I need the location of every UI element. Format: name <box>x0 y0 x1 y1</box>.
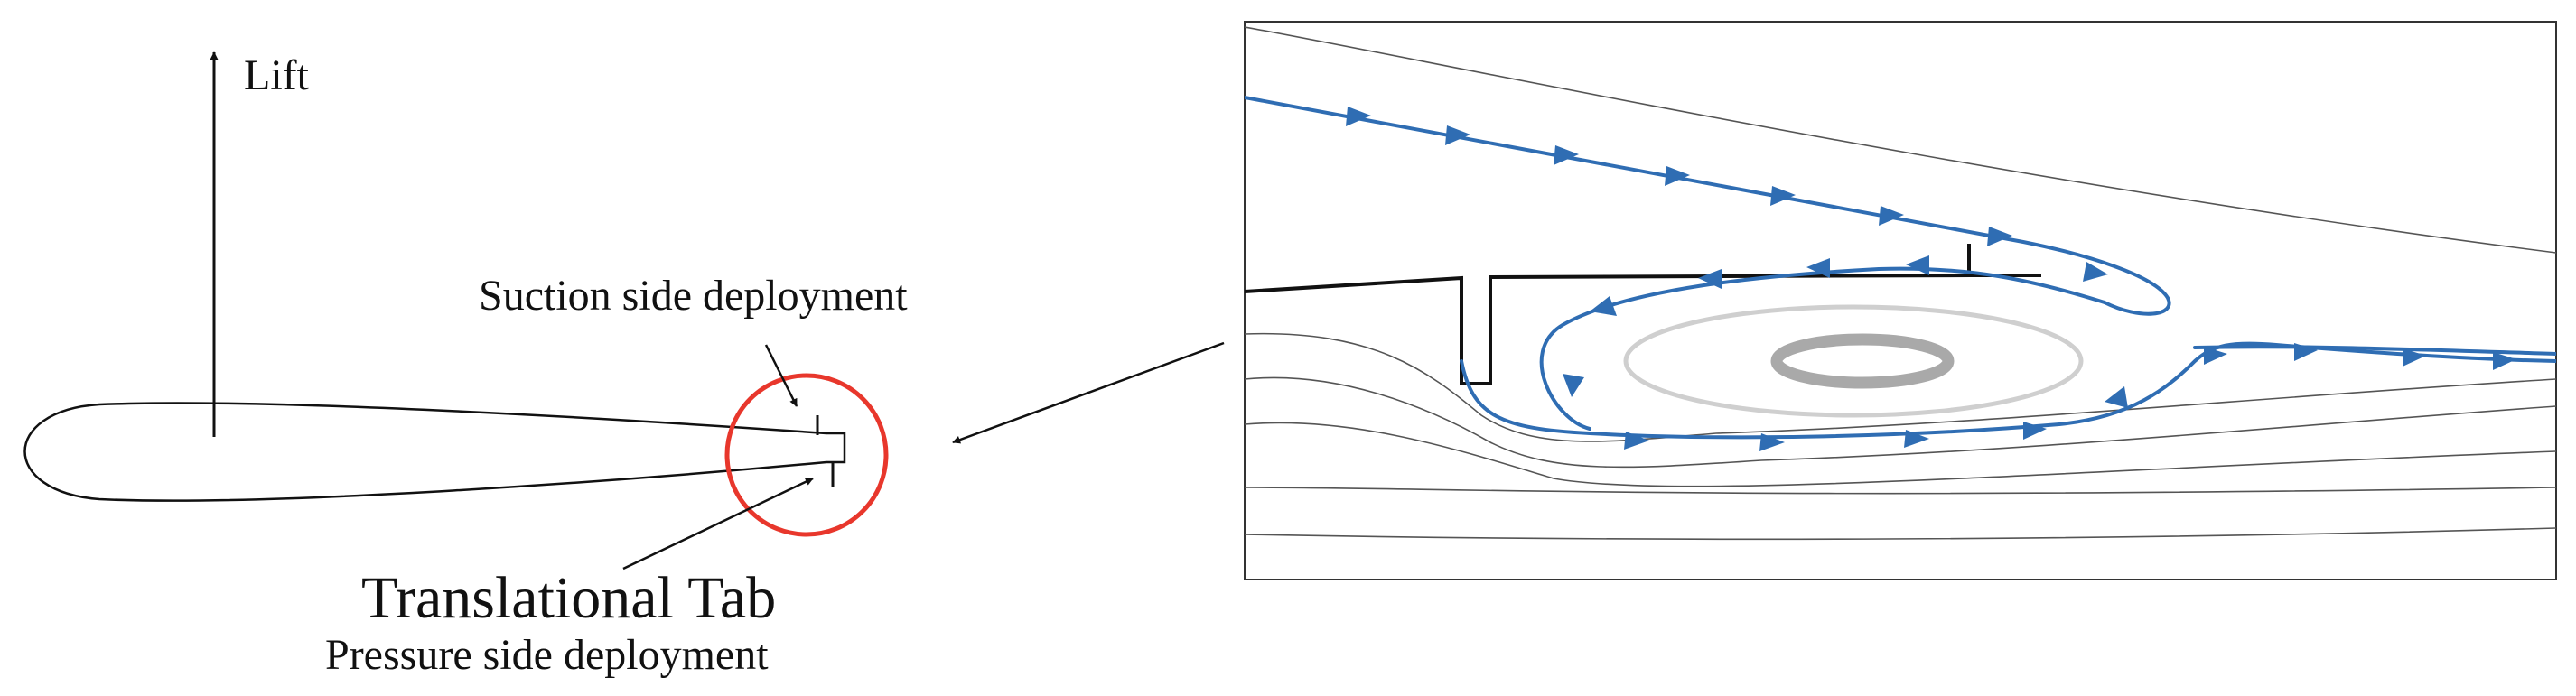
airfoil-group <box>23 51 1225 571</box>
background-streamlines <box>1245 26 2556 541</box>
pressure-side-leader-arrow <box>622 477 814 571</box>
zoom-arrow <box>952 341 1225 444</box>
vortex-inner-core <box>1770 333 1955 389</box>
vortex-outer-ring <box>1623 304 2084 418</box>
suction-side-label: Suction side deployment <box>479 272 908 320</box>
translational-tab-label: Translational Tab <box>361 565 777 631</box>
panel-frame <box>1244 21 2557 580</box>
flow-detail-panel <box>1244 21 2557 580</box>
lift-label: Lift <box>244 51 309 99</box>
airfoil-outline <box>23 402 846 502</box>
pressure-side-label: Pressure side deployment <box>325 631 769 679</box>
streamline-direction-arrows <box>1346 107 2516 451</box>
suction-side-leader-arrow <box>764 344 798 407</box>
trailing-edge-highlight-circle <box>724 373 889 537</box>
